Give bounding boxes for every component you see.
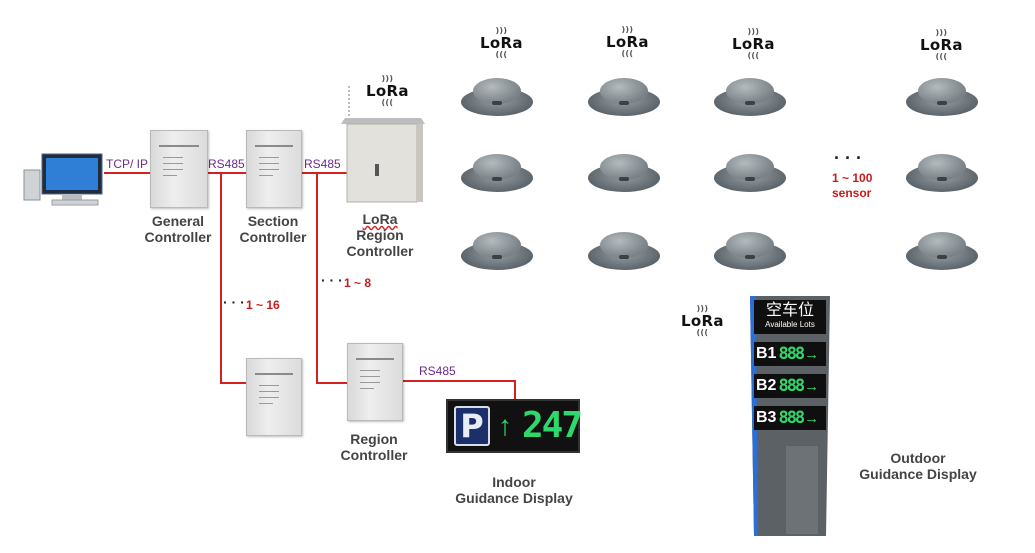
rs485-label-region: RS485: [419, 364, 456, 378]
outdoor-row-b1: B1 888 →: [754, 342, 826, 366]
wire-region-indoor: [401, 380, 516, 400]
rs485-label-section: RS485: [304, 157, 341, 171]
parking-sensor: [714, 230, 786, 274]
indoor-arrow-up: ↑: [498, 410, 512, 441]
parking-sensor: [906, 230, 978, 274]
lora-region-controller-enclosure: [341, 112, 425, 204]
parking-sensor: [714, 76, 786, 120]
parking-sensor: [906, 152, 978, 196]
section-count-dots: · · ·: [223, 294, 245, 310]
lora-logo-sensor-col4: )))LoRa(((: [920, 28, 963, 61]
parking-sensor: [906, 76, 978, 120]
computer-icon: [22, 150, 104, 206]
lora-logo-sensor-col2: )))LoRa(((: [606, 25, 649, 58]
parking-p-sign: P: [454, 406, 490, 446]
tcp-ip-label: TCP/ IP: [106, 157, 149, 171]
region-count-range: 1 ~ 8: [344, 276, 372, 290]
lora-logo-sensor-col1: )))LoRa(((: [480, 26, 523, 59]
section-controller-cabinet: [246, 130, 302, 208]
parking-sensor: [714, 152, 786, 196]
outdoor-title-box: 空车位 Available Lots: [754, 300, 826, 334]
wire-section-branch: [220, 173, 246, 384]
lora-logo-controller: )))LoRa(((: [366, 74, 409, 107]
lora-logo-sensor-col3: )))LoRa(((: [732, 27, 775, 60]
parking-sensor: [588, 76, 660, 120]
indoor-available-count: 247: [522, 405, 583, 446]
parking-sensor: [461, 230, 533, 274]
parking-sensor: [461, 152, 533, 196]
rs485-label-general: RS485: [208, 157, 245, 171]
outdoor-row-b3: B3 888 →: [754, 406, 826, 430]
region-count-dots: · · ·: [321, 272, 343, 288]
parking-sensor: [461, 76, 533, 120]
sensor-count-dots: · · ·: [834, 148, 862, 168]
sensor-count-word: sensor: [832, 186, 872, 200]
indoor-guidance-display: P ↑ 247: [446, 399, 583, 453]
lora-logo-outdoor-display: )))LoRa(((: [681, 304, 724, 337]
wire-region-branch: [316, 173, 347, 384]
general-controller-cabinet: [150, 130, 208, 208]
outdoor-guidance-display: 空车位 Available Lots B1 888 → B2 888 → B3 …: [746, 296, 834, 540]
parking-sensor: [588, 230, 660, 274]
outdoor-row-b2: B2 888 →: [754, 374, 826, 398]
sensor-count-range: 1 ~ 100: [832, 171, 873, 185]
region-controller-cabinet: [347, 343, 403, 421]
section-count-range: 1 ~ 16: [246, 298, 280, 312]
parking-sensor: [588, 152, 660, 196]
section-controller-cabinet-branch: [246, 358, 302, 436]
